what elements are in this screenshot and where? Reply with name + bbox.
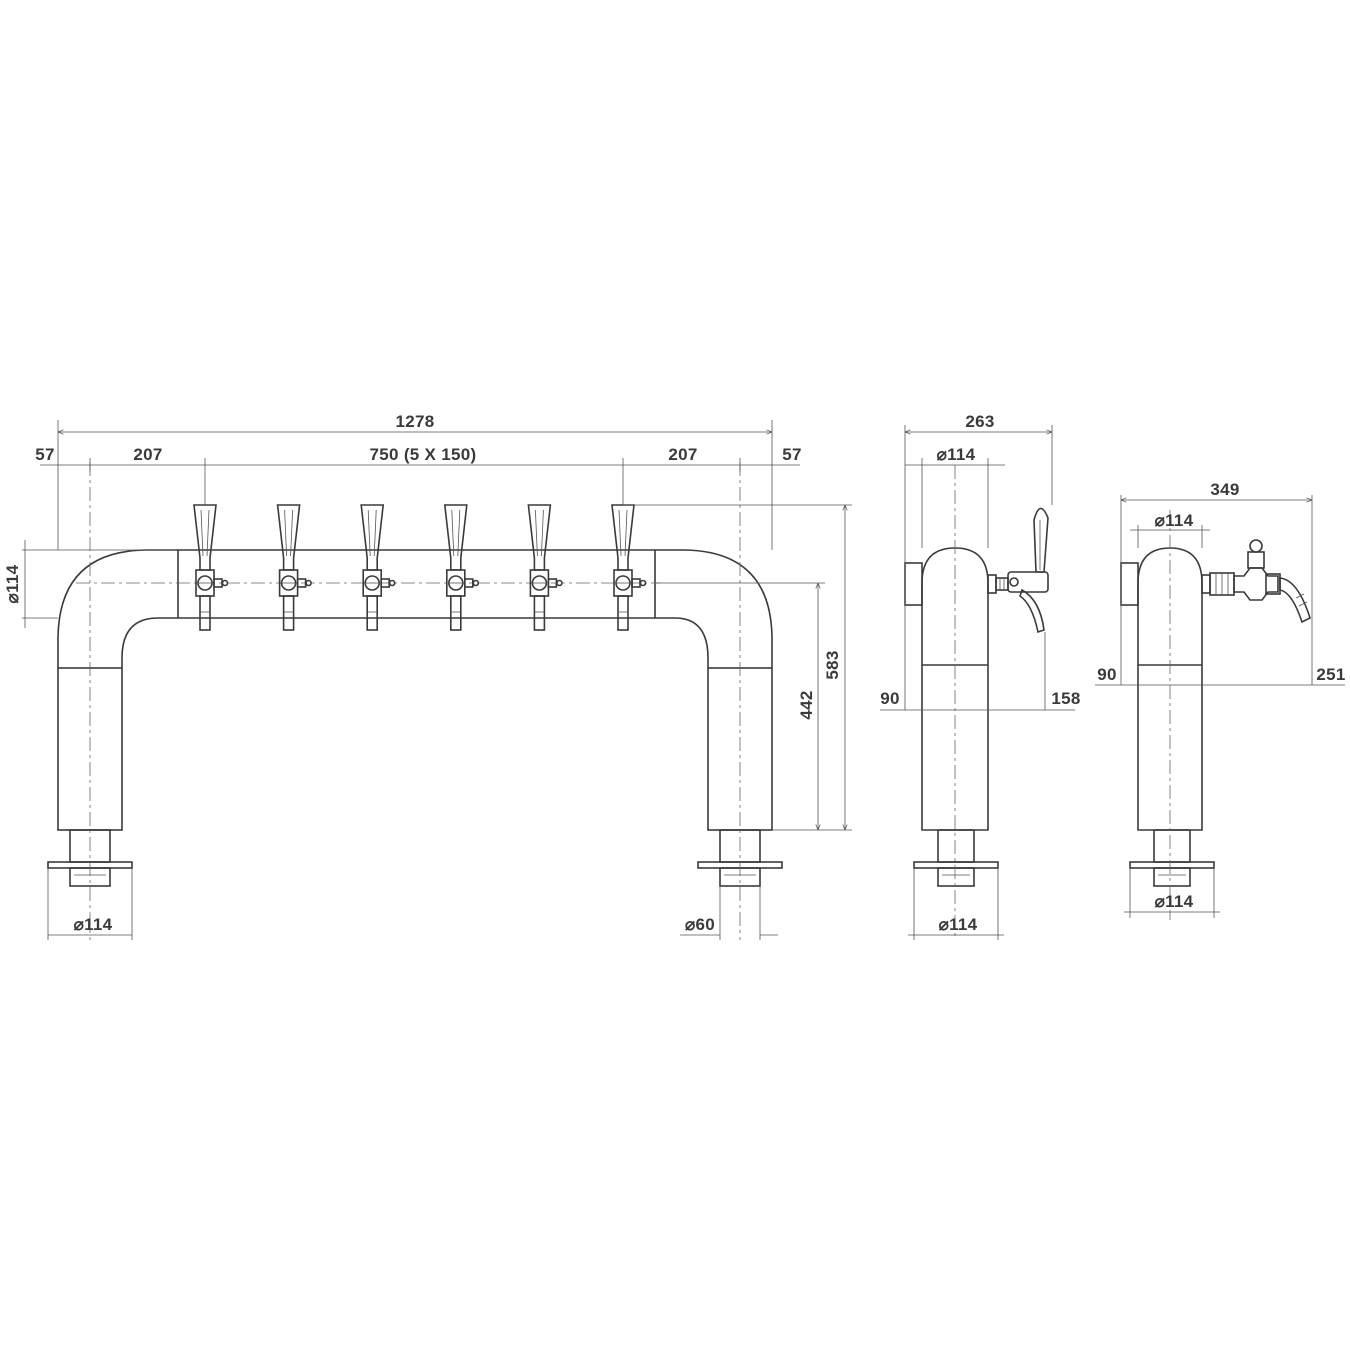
side-a-dim-rear-boss: 90 <box>880 689 900 708</box>
side-a-faucet <box>987 507 1049 634</box>
tap-spout <box>449 595 462 631</box>
tap-handle <box>276 504 301 571</box>
dim-left-first-tap: 207 <box>133 445 162 464</box>
side-a-dim-spout-height: 158 <box>1051 689 1080 708</box>
dim-left-offset: 57 <box>35 445 55 464</box>
tap <box>276 504 312 631</box>
tap-spout <box>533 595 546 631</box>
tap-handle <box>360 504 385 571</box>
tap <box>443 504 480 631</box>
tap-spout <box>282 595 295 631</box>
tap <box>611 504 647 631</box>
tap <box>360 504 396 631</box>
side-a-base-plate <box>913 861 999 869</box>
tap-handle <box>527 504 552 571</box>
side-b-faucet <box>1201 539 1311 624</box>
dim-base-to-tap: 442 <box>797 690 816 719</box>
side-b-rear-boss <box>1120 562 1139 606</box>
dim-right-offset: 57 <box>782 445 802 464</box>
tap-handle <box>611 504 635 571</box>
dim-base-plate-front: ⌀114 <box>74 915 113 934</box>
dim-right-last-tap: 207 <box>668 445 697 464</box>
tap <box>527 504 563 631</box>
side-b-dim-rear-boss: 90 <box>1097 665 1117 684</box>
tower-arch-pipe <box>57 549 179 668</box>
side-b-tap-knob <box>1249 539 1263 553</box>
side-b-dim-base-plate: ⌀114 <box>1155 892 1194 911</box>
dim-total-width: 1278 <box>395 412 434 431</box>
dim-base-spigot: ⌀60 <box>685 915 715 934</box>
side-view-a: 263 ⌀114 90 158 ⌀114 <box>880 412 1080 940</box>
tap <box>193 504 229 631</box>
tap-handle <box>193 504 217 571</box>
side-view-b: 349 ⌀114 90 251 ⌀114 <box>1095 480 1345 920</box>
side-a-dim-column-diameter: ⌀114 <box>937 445 976 464</box>
side-a-dim-base-plate: ⌀114 <box>939 915 978 934</box>
side-b-dim-spout-height: 251 <box>1316 665 1345 684</box>
tap-handle <box>443 504 468 571</box>
tap-spout <box>199 595 211 631</box>
side-b-dim-column-diameter: ⌀114 <box>1155 511 1194 530</box>
dim-total-height: 583 <box>823 650 842 679</box>
tap-row <box>193 504 647 631</box>
side-a-rear-boss <box>904 562 923 606</box>
side-b-dim-depth: 349 <box>1210 480 1239 499</box>
tap-spout <box>617 595 629 631</box>
dim-tap-span: 750 (5 X 150) <box>370 445 477 464</box>
tap-spout <box>366 595 379 631</box>
side-b-base-plate <box>1129 861 1215 869</box>
front-view: 1278 57 207 750 (5 X 150) 207 57 ⌀114 44… <box>3 412 852 940</box>
side-a-tap-handle <box>1033 507 1049 573</box>
side-a-dim-depth: 263 <box>965 412 994 431</box>
dim-pipe-diameter: ⌀114 <box>3 564 22 603</box>
